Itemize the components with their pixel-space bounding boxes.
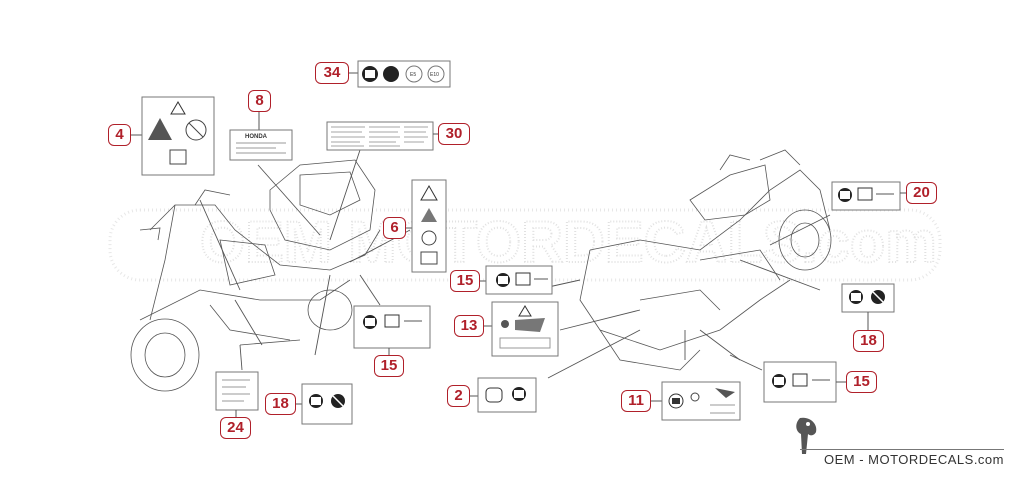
label-18-left [296, 383, 353, 425]
callout-18-left[interactable]: 18 [265, 393, 296, 415]
honda-text: HONDA [245, 134, 268, 140]
callout-15-left[interactable]: 15 [374, 355, 404, 377]
label-15-center [479, 265, 553, 295]
callout-15-center[interactable]: 15 [450, 270, 480, 292]
e5-text: E5 [410, 72, 416, 78]
callout-15-right[interactable]: 15 [846, 371, 877, 393]
label-20 [831, 181, 906, 211]
callout-2[interactable]: 2 [447, 385, 470, 407]
callout-13[interactable]: 13 [454, 315, 484, 337]
callout-24[interactable]: 24 [220, 417, 251, 439]
label-15-right [763, 361, 846, 403]
callout-30[interactable]: 30 [438, 123, 470, 145]
callout-6[interactable]: 6 [383, 217, 406, 239]
label-34: E5 E10 [349, 60, 451, 88]
callout-11[interactable]: 11 [621, 390, 651, 412]
callout-34[interactable]: 34 [315, 62, 349, 84]
label-15-left [353, 305, 431, 356]
label-6 [406, 179, 447, 273]
motorcycle-right [579, 149, 832, 371]
motorcycle-left [130, 159, 381, 392]
callout-20[interactable]: 20 [906, 182, 937, 204]
svg-text:OEM MOTORDECALS.com: OEM MOTORDECALS.com [200, 210, 937, 275]
label-2 [469, 377, 537, 413]
watermark: OEM MOTORDECALS.com [108, 208, 942, 282]
brand-footer[interactable]: OEM - MOTORDECALS.com [823, 452, 1004, 467]
label-13 [484, 301, 559, 357]
label-4 [131, 96, 215, 176]
e10-text: E10 [430, 72, 439, 78]
brand-divider [800, 449, 1004, 450]
brand-logo-icon [796, 417, 817, 454]
label-24 [215, 371, 259, 418]
label-18-right [841, 283, 895, 331]
callout-18-right[interactable]: 18 [853, 330, 884, 352]
label-11 [651, 381, 741, 421]
label-30 [326, 121, 438, 151]
label-8: HONDA [229, 111, 293, 161]
callout-4[interactable]: 4 [108, 124, 131, 146]
callout-8[interactable]: 8 [248, 90, 271, 112]
